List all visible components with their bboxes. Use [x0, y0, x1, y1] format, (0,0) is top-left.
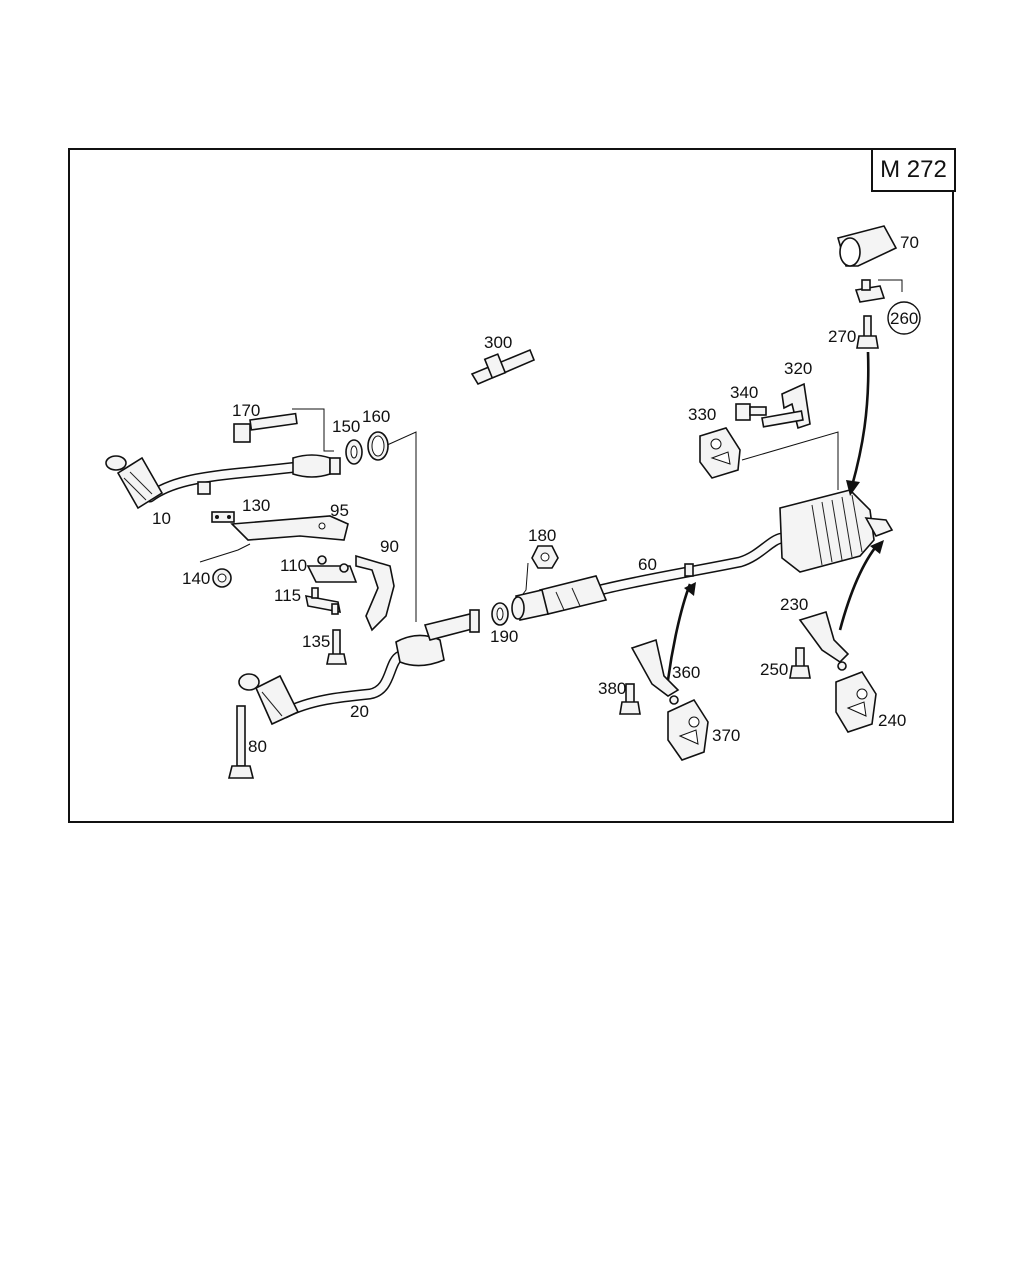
assembly-arrows — [666, 351, 884, 681]
label-270: 270 — [828, 327, 856, 346]
label-340: 340 — [730, 383, 758, 402]
rubber-mount-330[interactable] — [699, 427, 741, 479]
label-190: 190 — [490, 627, 518, 646]
bolt-340[interactable] — [735, 403, 767, 421]
part-number-labels: 10 20 60 70 80 90 95 110 115 130 135 140… — [152, 233, 921, 756]
bolt-270[interactable] — [856, 315, 879, 349]
front-right-catalytic-converter[interactable] — [238, 609, 480, 726]
nut-180[interactable] — [531, 545, 559, 569]
label-95: 95 — [330, 501, 349, 520]
label-110: 110 — [280, 556, 307, 575]
long-bolt[interactable] — [227, 705, 255, 779]
bolt-135[interactable] — [326, 629, 347, 665]
label-115: 115 — [274, 586, 301, 605]
model-code-box: M 272 — [871, 148, 956, 192]
nut-140[interactable] — [212, 568, 232, 588]
model-code: M 272 — [880, 156, 947, 183]
sealing-ring-160[interactable] — [367, 431, 389, 461]
bolt-170[interactable] — [233, 412, 298, 443]
label-160: 160 — [362, 407, 390, 426]
front-left-catalytic-converter[interactable] — [105, 454, 341, 510]
bracket-320[interactable] — [761, 382, 811, 430]
label-170: 170 — [232, 401, 260, 420]
label-140: 140 — [182, 569, 210, 588]
label-80: 80 — [248, 737, 267, 756]
rubber-mount-110[interactable] — [306, 555, 358, 583]
intermediate-pipe[interactable] — [511, 532, 788, 621]
hanger-bracket-360[interactable] — [630, 638, 680, 705]
hanger-bracket-230[interactable] — [798, 610, 850, 671]
clip-260[interactable] — [854, 279, 886, 303]
bolt-250[interactable] — [789, 647, 811, 679]
bolt-380[interactable] — [619, 683, 641, 715]
label-135: 135 — [302, 632, 330, 651]
label-320: 320 — [784, 359, 812, 378]
label-10: 10 — [152, 509, 171, 528]
label-260: 260 — [890, 309, 918, 328]
holder-115[interactable] — [304, 587, 342, 615]
rubber-hanger-370[interactable] — [667, 698, 709, 761]
sealing-ring-150[interactable] — [345, 439, 363, 465]
label-90: 90 — [380, 537, 399, 556]
bracket-95[interactable] — [230, 515, 349, 541]
label-60: 60 — [638, 555, 657, 574]
label-130: 130 — [242, 496, 270, 515]
label-370: 370 — [712, 726, 740, 745]
label-240: 240 — [878, 711, 906, 730]
label-70: 70 — [900, 233, 919, 252]
label-180: 180 — [528, 526, 556, 545]
bracket-90[interactable] — [355, 554, 395, 632]
rear-silencer[interactable] — [779, 489, 894, 573]
clamp-130[interactable] — [211, 511, 235, 523]
oxygen-sensor[interactable] — [470, 348, 536, 386]
sealing-ring-190[interactable] — [491, 602, 509, 626]
exhaust-tip[interactable] — [837, 225, 898, 267]
label-150: 150 — [332, 417, 360, 436]
rubber-hanger-240[interactable] — [835, 671, 877, 733]
label-360: 360 — [672, 663, 700, 682]
label-20: 20 — [350, 702, 369, 721]
label-380: 380 — [598, 679, 626, 698]
diagram-frame — [68, 148, 954, 823]
label-230: 230 — [780, 595, 808, 614]
label-300: 300 — [484, 333, 512, 352]
label-260-circle — [887, 301, 921, 335]
label-330: 330 — [688, 405, 716, 424]
label-250: 250 — [760, 660, 788, 679]
